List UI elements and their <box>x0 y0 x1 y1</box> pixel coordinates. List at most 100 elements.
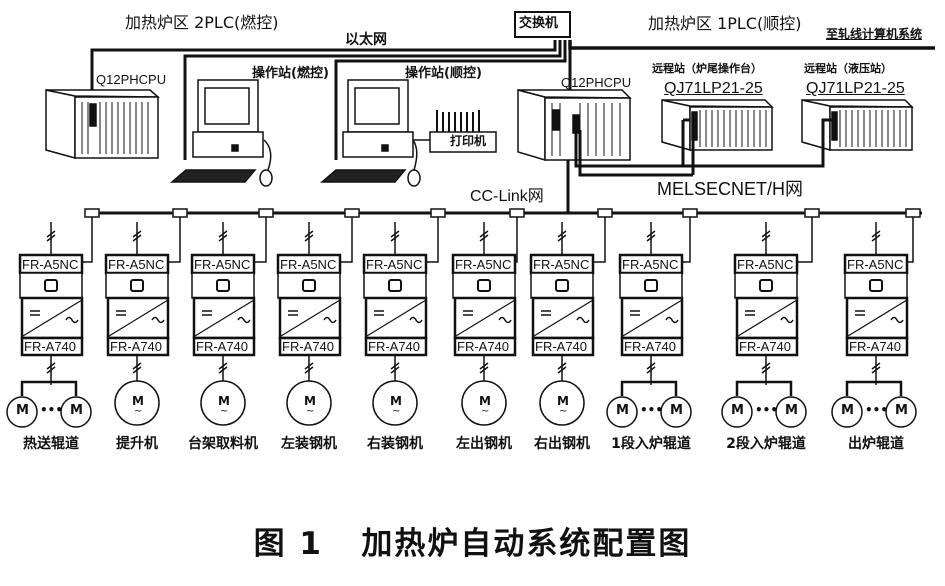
load-label: 左出钢机 <box>456 436 512 452</box>
ac-symbol <box>409 316 423 324</box>
cclink-drop <box>82 217 93 263</box>
inverter-model-label: FR-A740 <box>535 339 588 354</box>
drive-unit <box>190 208 274 426</box>
plc-rack-left <box>45 89 161 159</box>
connector-icon <box>869 279 883 292</box>
motor-icon <box>200 380 246 426</box>
remote1-title: 远程站（炉尾操作台） <box>652 62 762 75</box>
area1-label: 加热炉区 1PLC(顺控) <box>648 14 802 33</box>
to-mill-label: 至轧线计算机系统 <box>826 27 923 41</box>
motor-icon <box>461 380 507 426</box>
inverter-model-label: FR-A740 <box>624 339 677 354</box>
motor-icon <box>721 396 753 428</box>
load-label: 出炉辊道 <box>848 436 904 452</box>
load-label: 提升机 <box>116 436 158 452</box>
motor-branch <box>620 380 678 396</box>
caption-title: 加热炉自动系统配置图 <box>361 526 692 562</box>
cclink-label: CC-Link网 <box>470 188 544 205</box>
ac-symbol <box>65 316 79 324</box>
motor-icon <box>660 396 692 428</box>
ethernet-switch <box>514 11 571 38</box>
motor-icon <box>885 396 917 428</box>
remote-station-hydraulic <box>801 99 914 151</box>
inverter-model-label: FR-A740 <box>739 339 792 354</box>
load-label: 右出钢机 <box>534 436 590 452</box>
ellipsis: ••• <box>755 403 779 417</box>
cclink-tap <box>258 208 274 218</box>
motor-icon <box>286 380 332 426</box>
motor-branch <box>845 380 903 396</box>
cclink-bus <box>85 160 922 215</box>
motor-symbol: M <box>670 403 683 418</box>
comm-option-label: FR-A5NC <box>737 257 794 272</box>
drives-layer <box>6 208 921 428</box>
drive-unit <box>276 208 360 426</box>
comm-option-label: FR-A5NC <box>194 257 251 272</box>
motor-symbol: M <box>132 394 144 408</box>
op-station-sequence-label: 操作站(顺控) <box>405 66 482 81</box>
area2-label: 加热炉区 2PLC(燃控) <box>125 13 279 32</box>
connector-icon <box>216 279 230 292</box>
inverter-model-box <box>453 336 517 357</box>
ellipsis: ••• <box>865 403 889 417</box>
motor-branch <box>20 380 78 396</box>
ac-symbol <box>498 316 512 324</box>
inverter-model-box <box>620 336 684 357</box>
ac-symbol <box>576 316 590 324</box>
motor-icon <box>539 380 585 426</box>
load-label: 热送辊道 <box>23 436 79 452</box>
inverter-model-label: FR-A740 <box>849 339 902 354</box>
ac-symbol <box>151 316 165 324</box>
inverter-model-box <box>364 336 428 357</box>
ethernet-network <box>90 40 935 160</box>
comm-option-label: FR-A5NC <box>22 257 79 272</box>
drive-unit <box>529 208 613 426</box>
cclink-tap <box>172 208 188 218</box>
connector-icon <box>302 279 316 292</box>
connector-icon <box>555 279 569 292</box>
motor-symbol: M <box>616 403 629 418</box>
cclink-tap <box>905 208 921 218</box>
cclink-drop <box>907 217 914 263</box>
motor-symbol: M <box>557 394 569 408</box>
inverter-model-box <box>531 336 595 357</box>
ellipsis: ••• <box>640 403 664 417</box>
ellipsis: ••• <box>40 403 64 417</box>
connector-icon <box>130 279 144 292</box>
switch-label: 交换机 <box>519 16 559 31</box>
cclink-tap <box>344 208 360 218</box>
connector-icon <box>44 279 58 292</box>
cclink-tap <box>430 208 446 218</box>
operator-station-combustion <box>169 79 273 187</box>
inverter-model-label: FR-A740 <box>282 339 335 354</box>
connector-icon <box>644 279 658 292</box>
remote1-model: QJ71LP21-25 <box>664 80 763 97</box>
motor-icon <box>831 396 863 428</box>
ac-symbol <box>665 316 679 324</box>
drive-unit <box>831 208 921 428</box>
motor-symbol: M <box>70 403 83 418</box>
ac-tilde: ~ <box>306 406 315 417</box>
cclink-tap <box>804 208 820 218</box>
melsecnet-label: MELSECNET/H网 <box>657 179 804 199</box>
cclink-drop <box>797 217 813 263</box>
cclink-drop <box>426 217 439 263</box>
cclink-tap <box>509 208 525 218</box>
motor-icon <box>606 396 638 428</box>
ac-symbol <box>323 316 337 324</box>
cclink-drop <box>168 217 181 263</box>
comm-option-label: FR-A5NC <box>622 257 679 272</box>
connector-icon <box>759 279 773 292</box>
ac-tilde: ~ <box>392 406 401 417</box>
motor-icon <box>114 380 160 426</box>
inverter-model-box <box>278 336 342 357</box>
cclink-drop <box>682 217 691 263</box>
load-label: 右装钢机 <box>367 436 423 452</box>
load-label: 2段入炉辊道 <box>726 436 806 452</box>
cclink-drop <box>593 217 606 263</box>
interface-box <box>277 272 341 299</box>
inverter-model-label: FR-A740 <box>24 339 77 354</box>
inverter-model-label: FR-A740 <box>457 339 510 354</box>
drive-unit <box>362 208 446 426</box>
